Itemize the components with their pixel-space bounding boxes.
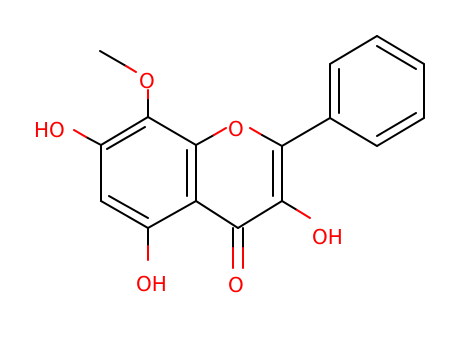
hydroxy-7-label: HO <box>34 118 65 142</box>
bond-c8a-c8 <box>147 116 197 146</box>
hydroxy-5-label: OH <box>136 272 167 296</box>
bond-c5p-c6p-inner <box>376 112 417 137</box>
bond-c4-c4a <box>195 200 239 229</box>
bond-o1-c2 <box>261 134 283 147</box>
bond-c6-c5-inner <box>108 195 149 219</box>
bond-c3-c4 <box>237 200 283 229</box>
bond-c3-oh <box>281 200 298 211</box>
bond-c8a-o1-red <box>213 127 227 136</box>
bond-c2-c1p <box>281 117 331 147</box>
ring-oxygen-label: O <box>228 117 244 141</box>
methoxy-oxygen-label: O <box>139 69 155 93</box>
bond-c3p-c4p <box>376 35 425 65</box>
bond-methyl-methoxy <box>99 50 127 67</box>
hydroxy-3-label: OH <box>312 225 343 249</box>
bond-c8-c7-inner <box>106 126 146 150</box>
bond-methoxy-o-half <box>125 65 137 73</box>
bond-c6p-c1p <box>329 117 378 147</box>
carbonyl-oxygen-label: O <box>228 273 244 297</box>
bond-c2p-c3p <box>329 35 378 65</box>
bond-c5-c4a <box>147 200 197 229</box>
bond-c7-oh <box>85 136 102 146</box>
bond-o1-c2-red <box>249 127 263 136</box>
bond-c7-oh-red <box>73 129 87 138</box>
bond-c8-c7-double <box>100 116 149 146</box>
bond-c3p-c4p-inner <box>376 45 417 70</box>
bond-c3-oh-red <box>296 209 311 219</box>
bond-c6-c5-double <box>100 200 149 229</box>
bond-c5p-c6p <box>376 117 425 147</box>
bond-c8a-o1 <box>195 134 215 146</box>
